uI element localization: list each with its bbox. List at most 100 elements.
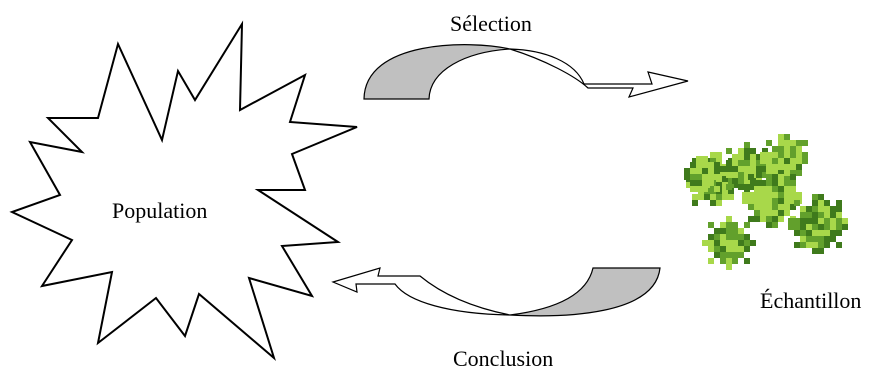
sample-pixel [738, 252, 744, 258]
sample-pixel [738, 184, 744, 190]
sample-pixel [796, 152, 802, 158]
sample-pixel [726, 166, 732, 172]
sample-pixel [728, 176, 734, 182]
sample-pixel [744, 240, 750, 246]
sample-pixel [806, 206, 812, 212]
conclusion-arrow-shade [509, 267, 661, 317]
sample-pixel [842, 224, 848, 230]
sample-pixel [790, 164, 796, 170]
sample-pixel [760, 210, 766, 216]
sample-pixel [842, 218, 848, 224]
sample-pixel [778, 192, 784, 198]
sample-pixel [766, 180, 772, 186]
sample-pixel [784, 152, 790, 158]
sample-pixel [790, 180, 796, 186]
sample-pixel [824, 218, 830, 224]
sample-pixel [716, 194, 722, 200]
sample-pixel [824, 206, 830, 212]
sample-pixel [708, 162, 714, 168]
sample-pixel [760, 198, 766, 204]
sample-pixel [726, 172, 732, 178]
sample-pixel [756, 160, 762, 166]
sample-pixel [748, 198, 754, 204]
sample-pixel [778, 158, 784, 164]
sample-pixel [710, 200, 716, 206]
sample-pixel [732, 228, 738, 234]
sample-pixel [790, 140, 796, 146]
sample-pixel [720, 252, 726, 258]
sample-pixel [830, 230, 836, 236]
sample-pixel [720, 166, 726, 172]
sample-pixel [734, 182, 740, 188]
sample-pixel [772, 174, 778, 180]
sample-pixel [696, 156, 702, 162]
sample-pixel [710, 194, 716, 200]
sample-pixel [812, 224, 818, 230]
sample-pixel [732, 178, 738, 184]
sample-pixel [738, 240, 744, 246]
sample-pixel [824, 200, 830, 206]
sample-pixel [762, 166, 768, 172]
sample-pixel [720, 258, 726, 264]
sample-pixel [744, 166, 750, 172]
sample-pixel [772, 198, 778, 204]
sample-pixel [796, 146, 802, 152]
sample-pixel [748, 192, 754, 198]
sample-pixel [772, 168, 778, 174]
sample-pixel [772, 192, 778, 198]
sample-pixel [702, 174, 708, 180]
sample-pixel [766, 210, 772, 216]
sample-pixel [710, 158, 716, 164]
sample-pixel [714, 234, 720, 240]
sample-pixel [778, 180, 784, 186]
sample-pixel [766, 198, 772, 204]
sample-pixel [800, 236, 806, 242]
sample-pixel [836, 224, 842, 230]
sample-pixel [728, 188, 734, 194]
sample-pixel [784, 140, 790, 146]
sample-pixel [794, 230, 800, 236]
sample-pixel [744, 246, 750, 252]
sample-pixel [690, 168, 696, 174]
sample-pixel [772, 186, 778, 192]
sample-pixel [766, 158, 772, 164]
sample-pixel [708, 168, 714, 174]
sample-pixel [708, 222, 714, 228]
sample-pixel [784, 210, 790, 216]
sample-pixel [772, 158, 778, 164]
sample-pixel [812, 212, 818, 218]
sample-pixel [738, 154, 744, 160]
sample-pixel [684, 168, 690, 174]
sample-pixel [812, 236, 818, 242]
sample-pixel [806, 212, 812, 218]
sample-pixel [714, 252, 720, 258]
sample-pixel [738, 172, 744, 178]
sample-pixel [830, 218, 836, 224]
sample-label: Échantillon [760, 288, 862, 313]
sample-pixel [796, 192, 802, 198]
conclusion-label: Conclusion [453, 346, 554, 371]
sample-pixel [796, 164, 802, 170]
sample-pixel [760, 186, 766, 192]
sample-pixel [836, 242, 842, 248]
sample-pixel [818, 236, 824, 242]
sample-pixel [750, 178, 756, 184]
sample-pixel [702, 168, 708, 174]
sample-pixel [784, 170, 790, 176]
sample-pixel [742, 198, 748, 204]
sample-pixel [818, 200, 824, 206]
sample-pixel [754, 210, 760, 216]
sample-pixel [732, 160, 738, 166]
sample-pixel [696, 162, 702, 168]
sample-pixel [784, 176, 790, 182]
sample-pixel [784, 134, 790, 140]
sample-pixel [726, 216, 732, 222]
sample-pixel [836, 212, 842, 218]
sample-pixel [750, 154, 756, 160]
sample-pixel [818, 248, 824, 254]
sample-pixel [726, 148, 732, 154]
sample-pixel [732, 246, 738, 252]
sample-pixel [708, 258, 714, 264]
sample-pixel [738, 160, 744, 166]
sample-pixel [800, 224, 806, 230]
